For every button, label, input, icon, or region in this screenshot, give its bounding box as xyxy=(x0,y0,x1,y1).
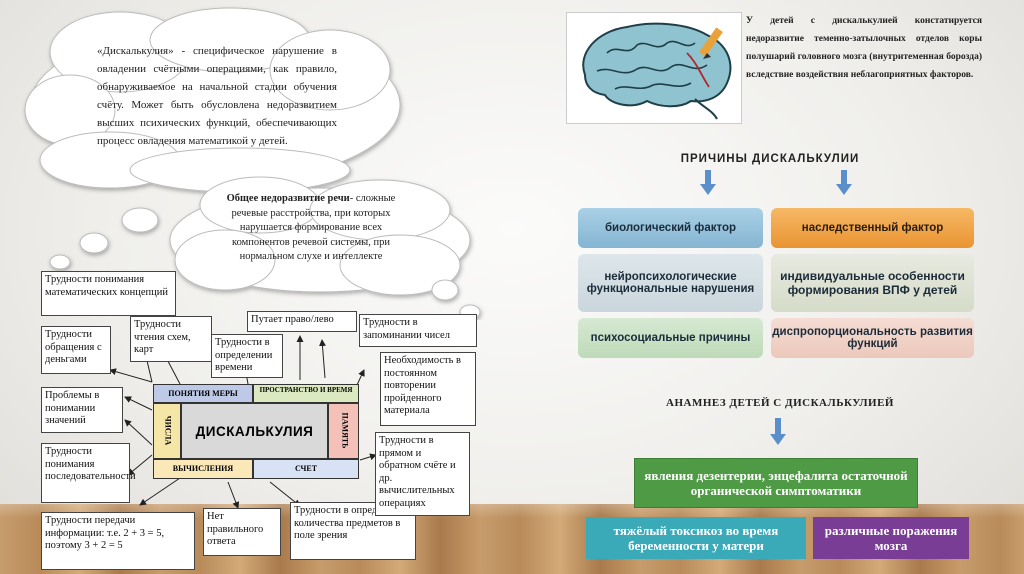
center-right-label: ПАМЯТЬ xyxy=(340,412,350,449)
center-left-label: ЧИСЛА xyxy=(163,415,173,446)
arrow-down-icon xyxy=(770,418,786,445)
center-right: ПАМЯТЬ xyxy=(328,403,359,459)
causes-heading: ПРИЧИНЫ ДИСКАЛЬКУЛИИ xyxy=(680,153,860,165)
connector-arrows xyxy=(109,321,377,509)
anamnesis-main: явления дезентерии, энцефалита остаточно… xyxy=(634,458,918,508)
difficulty-memorize: Трудности в запоминании чисел xyxy=(359,314,477,347)
center-left: ЧИСЛА xyxy=(153,403,181,459)
center-title: ДИСКАЛЬКУЛИЯ xyxy=(181,403,328,459)
difficulty-time: Трудности в определении времени xyxy=(211,334,283,378)
speech-cloud-text: - сложные речевые расстройства, при кото… xyxy=(231,193,396,262)
brain-image xyxy=(566,12,742,124)
center-top-left: ПОНЯТИЯ МЕРЫ xyxy=(153,384,253,403)
difficulty-math-concepts: Трудности понимания математических конце… xyxy=(41,271,176,316)
cause-hereditary: наследственный фактор xyxy=(771,208,974,248)
anamnesis-heading: АНАМНЕЗ ДЕТЕЙ С ДИСКАЛЬКУЛИЕЙ xyxy=(666,397,894,409)
difficulty-sequence: Трудности понимания последовательности xyxy=(41,443,136,503)
difficulty-forward-back: Трудности в прямом и обратном счёте и др… xyxy=(375,432,470,516)
difficulty-values: Проблемы в понимании значений xyxy=(41,387,123,433)
center-bottom-left: ВЫЧИСЛЕНИЯ xyxy=(153,459,253,479)
difficulty-repetition: Необходимость в постоянном повторении пр… xyxy=(380,352,476,426)
cause-individual-features: индивидуальные особенности формирования … xyxy=(771,254,974,312)
speech-cloud-title: Общее недоразвитие речи xyxy=(226,193,350,204)
brain-caption: У детей с дискалькулией констатируется н… xyxy=(746,16,982,80)
difficulty-charts: Трудности чтения схем, карт xyxy=(130,316,212,362)
cause-disproportion: диспропорциональность развития функций xyxy=(771,318,974,358)
difficulty-no-answer: Нет правильного ответа xyxy=(203,508,281,556)
thought-clouds xyxy=(24,7,481,320)
brain-illustration xyxy=(582,22,732,120)
anamnesis-toxicosis: тяжёлый токсикоз во время беременности у… xyxy=(586,517,806,559)
cause-psychosocial: психосоциальные причины xyxy=(578,318,763,358)
center-top-right: ПРОСТРАНСТВО И ВРЕМЯ xyxy=(253,384,359,403)
difficulty-left-right: Путает право/лево xyxy=(247,311,357,332)
anamnesis-brain-damage: различные поражения мозга xyxy=(813,517,969,559)
difficulty-money: Трудности обращения с деньгами xyxy=(41,326,111,374)
difficulty-transfer: Трудности передачи информации: т.е. 2 + … xyxy=(41,512,195,570)
center-bottom-right: СЧЕТ xyxy=(253,459,359,479)
cause-neuropsychological: нейропсихологические функциональные нару… xyxy=(578,254,763,312)
arrow-down-icon xyxy=(836,170,852,195)
dyscalculia-definition: «Дискалькулия» - специфическое нарушение… xyxy=(97,45,337,147)
cause-biological: биологический фактор xyxy=(578,208,763,248)
speech-underdevelopment-cloud: Общее недоразвитие речи- сложные речевые… xyxy=(218,192,404,265)
arrow-down-icon xyxy=(700,170,716,195)
